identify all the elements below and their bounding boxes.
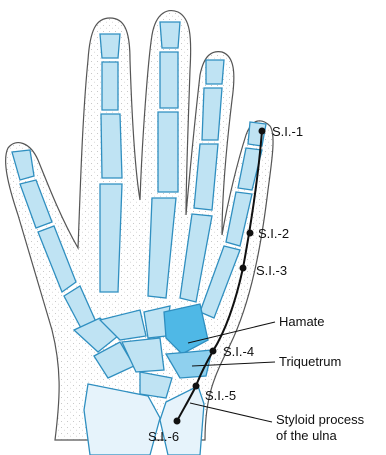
si2-point xyxy=(247,230,254,237)
si4-point xyxy=(210,348,217,355)
si5-point xyxy=(193,383,200,390)
si5-label: S.I.-5 xyxy=(205,388,236,403)
si3-label: S.I.-3 xyxy=(256,263,287,278)
si6-label: S.I.-6 xyxy=(148,429,179,444)
si2-label: S.I.-2 xyxy=(258,226,289,241)
si6-point xyxy=(174,418,181,425)
si4-label: S.I.-4 xyxy=(223,344,254,359)
styloid-label-line1: Styloid process xyxy=(276,412,365,427)
si3-point xyxy=(240,265,247,272)
si1-point xyxy=(259,128,266,135)
styloid-label-line2: of the ulna xyxy=(276,428,337,443)
triquetrum-label: Triquetrum xyxy=(279,354,341,369)
si1-label: S.I.-1 xyxy=(272,124,303,139)
hamate-label: Hamate xyxy=(279,314,325,329)
